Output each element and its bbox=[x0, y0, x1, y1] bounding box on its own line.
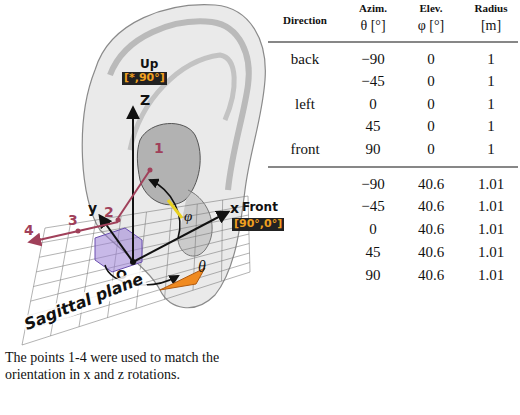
table-cell: 1 bbox=[487, 73, 495, 90]
table-cell: 1 bbox=[487, 51, 495, 68]
table-cell: 1.01 bbox=[478, 198, 504, 215]
table-cell: −90 bbox=[361, 176, 384, 193]
table-cell: 0 bbox=[427, 73, 435, 90]
axis-label: Up bbox=[140, 58, 158, 72]
table-header: Direction bbox=[283, 14, 327, 27]
table-header: θ [°] bbox=[360, 18, 385, 34]
table-cell: −45 bbox=[361, 73, 384, 90]
point-marker bbox=[116, 218, 121, 223]
point-number: 2 bbox=[104, 204, 114, 220]
table-header: [m] bbox=[481, 18, 501, 34]
table-header: Radius bbox=[474, 2, 507, 15]
axis-label: x bbox=[230, 200, 239, 216]
table-cell: 90 bbox=[366, 267, 381, 284]
table-cell: front bbox=[290, 141, 319, 158]
table-cell: 0 bbox=[427, 96, 435, 113]
x-axis bbox=[133, 212, 228, 262]
table-header: φ [°] bbox=[418, 18, 445, 34]
grid-line bbox=[222, 200, 223, 281]
table-cell: 40.6 bbox=[418, 244, 444, 261]
point-number: 1 bbox=[154, 140, 164, 156]
direction-coord: [*,90°] bbox=[122, 72, 167, 85]
table-cell: −45 bbox=[361, 198, 384, 215]
table-cell: 40.6 bbox=[418, 221, 444, 238]
point-marker bbox=[76, 229, 81, 234]
table-cell: 0 bbox=[427, 118, 435, 135]
reference-line bbox=[118, 170, 150, 218]
table-cell: 1 bbox=[487, 96, 495, 113]
table-cell: 45 bbox=[366, 118, 381, 135]
axis-label: y bbox=[88, 200, 97, 216]
table-cell: 1 bbox=[487, 118, 495, 135]
table-header: Azim. bbox=[359, 2, 387, 15]
table-cell: 0 bbox=[427, 51, 435, 68]
table-cell: 1.01 bbox=[478, 176, 504, 193]
direction-coord: [90°,0°] bbox=[232, 218, 284, 231]
angle-symbol: φ bbox=[184, 208, 192, 225]
table-cell: 1.01 bbox=[478, 244, 504, 261]
table-cell: 45 bbox=[366, 244, 381, 261]
table-cell: −90 bbox=[361, 51, 384, 68]
table-cell: 1.01 bbox=[478, 221, 504, 238]
table-cell: 40.6 bbox=[418, 267, 444, 284]
point-marker bbox=[148, 168, 153, 173]
angle-symbol: θ bbox=[198, 258, 206, 276]
table-cell: 1.01 bbox=[478, 267, 504, 284]
z-axis bbox=[132, 108, 134, 262]
table-cell: 1 bbox=[487, 141, 495, 158]
ear-canal-block bbox=[95, 228, 142, 272]
table-cell: 0 bbox=[369, 221, 377, 238]
table-cell: 40.6 bbox=[418, 176, 444, 193]
point-number: 3 bbox=[68, 212, 78, 228]
table-header: Elev. bbox=[420, 2, 443, 15]
table-rule bbox=[268, 166, 518, 167]
point-number: 4 bbox=[24, 222, 34, 238]
axis-label: Front bbox=[242, 201, 278, 215]
origin-dot bbox=[130, 259, 136, 265]
table-cell: 90 bbox=[366, 141, 381, 158]
elevation-marker bbox=[168, 200, 182, 218]
pinna-outline bbox=[82, 5, 265, 308]
table-cell: 40.6 bbox=[418, 198, 444, 215]
table-cell: 0 bbox=[369, 96, 377, 113]
table-cell: back bbox=[291, 51, 319, 68]
figure-note: The points 1-4 were used to match the or… bbox=[5, 350, 250, 384]
table-cell: 0 bbox=[427, 141, 435, 158]
table-rule bbox=[268, 41, 518, 42]
axis-label: Z bbox=[140, 92, 150, 108]
table-cell: left bbox=[295, 96, 315, 113]
